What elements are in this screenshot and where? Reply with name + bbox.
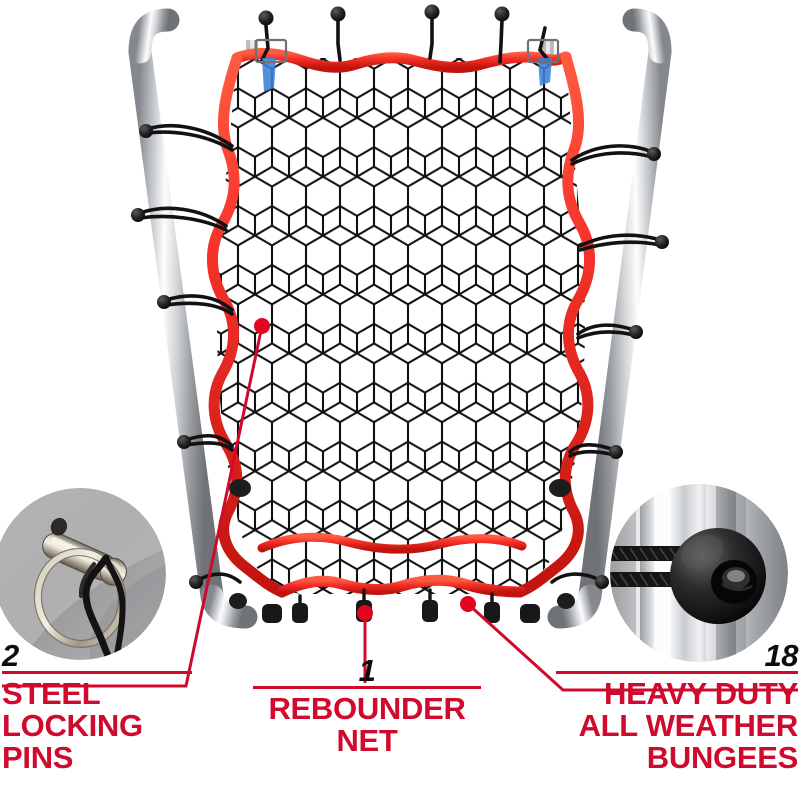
rebounder-net-mesh	[216, 58, 586, 594]
blue-clip-right	[538, 58, 552, 86]
inset-photo-bungee-ball	[610, 484, 788, 662]
bungee-ball-top-2	[330, 6, 346, 22]
bungee-ball-top-4	[494, 6, 510, 22]
inset-photo-steel-locking-pin	[0, 488, 166, 660]
bungee-ball-left-2	[131, 208, 145, 222]
frame-corner-top-right	[622, 8, 672, 64]
frame-corner-top-left	[128, 8, 180, 64]
blue-accent-clips	[254, 38, 560, 92]
callout-rebounder-net: 1 REBOUNDER NET	[253, 655, 481, 757]
callout-rule-bungees	[556, 671, 798, 674]
callout-rule-rebounder-net	[253, 686, 481, 689]
callout-number-rebounder-net: 1	[358, 653, 376, 688]
bungee-ball-left-4	[177, 435, 191, 449]
net-border-right	[514, 51, 595, 598]
bungee-ball-right-3	[629, 325, 643, 339]
bungee-ball-right-5	[595, 575, 609, 589]
callout-label-rebounder-net: REBOUNDER NET	[268, 691, 466, 759]
bungee-ball-right-2	[655, 235, 669, 249]
callout-steel-locking-pins: 2 STEEL LOCKING PINS	[2, 640, 192, 775]
callout-label-steel-locking-pins: STEEL LOCKING PINS	[2, 676, 143, 776]
bungee-ball-left-5	[189, 575, 203, 589]
callout-number-bungees: 18	[764, 638, 799, 673]
blue-clip-left	[262, 58, 276, 92]
bungee-ball-top-1	[258, 10, 274, 26]
bungee-ball-left-3	[157, 295, 171, 309]
bungee-ball-right-4	[609, 445, 623, 459]
net-border-bottom	[276, 574, 526, 598]
callout-number-steel-locking-pins: 2	[2, 638, 19, 673]
bungee-ball-top-3	[424, 4, 440, 20]
callout-bungees: 18 HEAVY DUTY ALL WEATHER BUNGEES	[556, 638, 799, 776]
callout-rule-steel-locking-pins	[2, 671, 192, 674]
frame-leg-right	[578, 40, 672, 608]
callout-label-bungees: HEAVY DUTY ALL WEATHER BUNGEES	[578, 676, 799, 776]
bungee-ball-right-1	[647, 147, 661, 161]
net-border-bottom-inner	[257, 532, 527, 554]
bungee-ball-left-1	[139, 124, 153, 138]
